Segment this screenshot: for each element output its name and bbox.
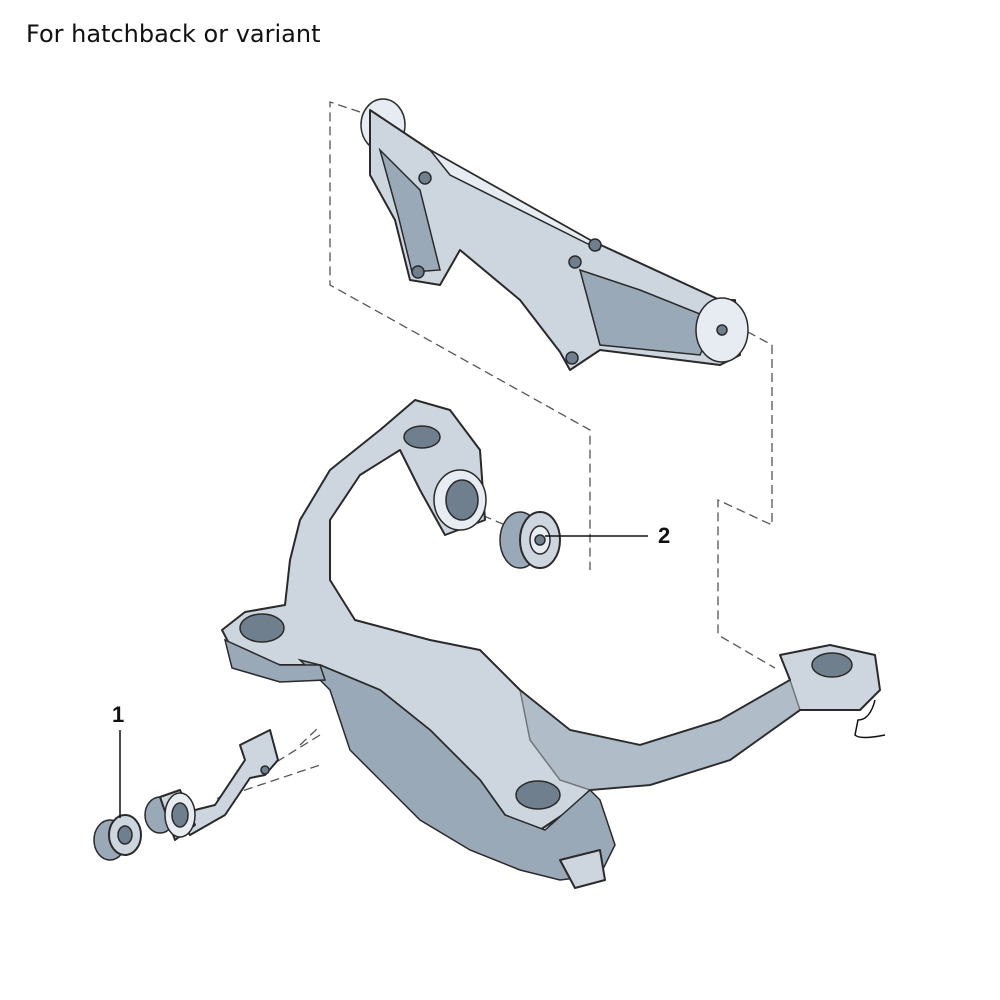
- callout-1: 1: [112, 702, 124, 818]
- callout-1-number: 1: [112, 702, 124, 727]
- subframe: [221, 399, 886, 889]
- diagram-title: For hatchback or variant: [26, 20, 321, 48]
- bushing-2: [499, 511, 561, 569]
- callout-2: 2: [545, 523, 670, 548]
- upper-crossmember: [360, 98, 749, 371]
- callout-2-number: 2: [658, 523, 670, 548]
- bushing-1-assembly: [93, 729, 279, 861]
